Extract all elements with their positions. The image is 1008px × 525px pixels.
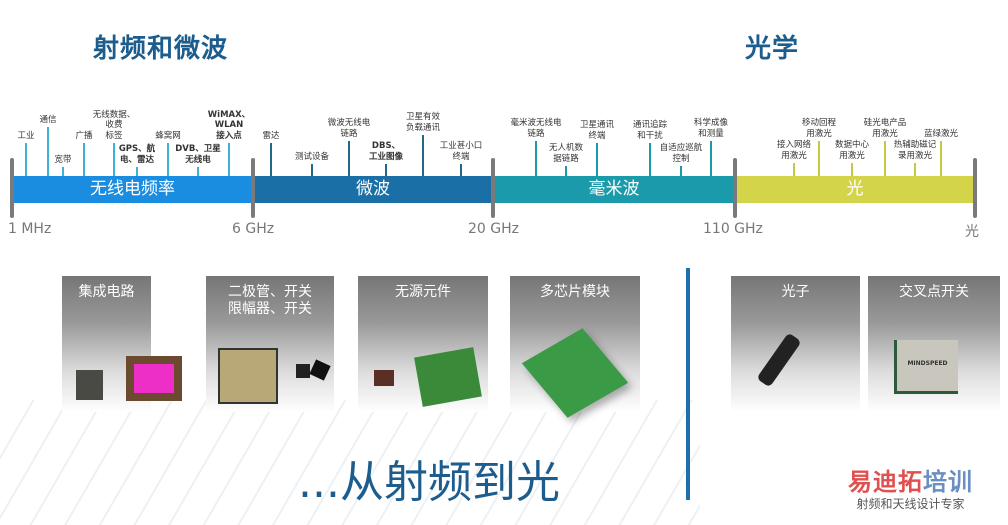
application-tick bbox=[884, 141, 886, 176]
application-tick bbox=[136, 167, 138, 176]
chip-image bbox=[126, 356, 182, 401]
application-tick bbox=[385, 164, 387, 176]
application-label: 卫星通讯 终端 bbox=[579, 120, 614, 141]
application-label: 通信 bbox=[39, 114, 57, 125]
application-label: 广播 bbox=[75, 130, 93, 141]
application-tick bbox=[83, 143, 85, 176]
package-image bbox=[296, 364, 310, 378]
application-label: 数据中心 用激光 bbox=[834, 140, 869, 161]
application-label: 卫星有效 负载通讯 bbox=[405, 112, 440, 133]
application-tick bbox=[270, 143, 272, 176]
application-label: 蓝绿激光 bbox=[923, 128, 958, 139]
application-tick bbox=[818, 141, 820, 176]
watermark-logo: 易迪拓培训 射频和天线设计专家 bbox=[848, 462, 973, 512]
application-tick bbox=[710, 141, 712, 176]
band-2: 毫米波 bbox=[493, 176, 735, 203]
laser-image bbox=[756, 332, 802, 388]
application-tick bbox=[565, 166, 567, 176]
frequency-label: 20 GHz bbox=[468, 221, 519, 237]
diode-die-image bbox=[218, 348, 278, 404]
application-label: WiMAX、 WLAN 接入点 bbox=[207, 109, 251, 141]
card-crosspoint-switch: 交叉点开关 MINDSPEED bbox=[868, 276, 1000, 412]
application-tick bbox=[940, 141, 942, 176]
card-label: 二极管、开关 限幅器、开关 bbox=[228, 284, 312, 317]
card-multichip-module: 多芯片模块 bbox=[510, 276, 640, 418]
background-stripes bbox=[0, 400, 700, 525]
module-image bbox=[521, 328, 629, 418]
application-label: 测试设备 bbox=[294, 151, 329, 162]
watermark-text: 易迪拓 bbox=[848, 468, 923, 496]
application-label: 无人机数 据链路 bbox=[548, 143, 583, 164]
chip-image bbox=[76, 370, 103, 400]
frequency-label: 1 MHz bbox=[8, 221, 52, 237]
package-image bbox=[309, 359, 331, 381]
application-label: 工业 bbox=[17, 130, 35, 141]
application-tick bbox=[197, 167, 199, 176]
rf-microwave-title: 射频和微波 bbox=[93, 34, 229, 64]
application-tick bbox=[25, 143, 27, 176]
application-label: 宽带 bbox=[54, 154, 72, 165]
card-label: 交叉点开关 bbox=[899, 284, 969, 300]
band-boundary bbox=[733, 158, 737, 218]
card-label: 无源元件 bbox=[395, 284, 451, 300]
switch-chip-image: MINDSPEED bbox=[894, 340, 958, 394]
frequency-label: 光 bbox=[965, 224, 979, 240]
application-label: 通讯追踪 和干扰 bbox=[632, 120, 667, 141]
card-integrated-circuit: 集成电路 bbox=[62, 276, 182, 412]
application-tick bbox=[596, 143, 598, 176]
watermark-text: 培训 bbox=[923, 468, 973, 496]
application-tick bbox=[62, 167, 64, 176]
card-label: 光子 bbox=[781, 284, 810, 300]
application-label: 无线数据、 收费 标签 bbox=[92, 109, 136, 141]
band-boundary bbox=[491, 158, 495, 218]
band-boundary bbox=[973, 158, 977, 218]
application-tick bbox=[422, 135, 424, 176]
frequency-label: 6 GHz bbox=[232, 221, 275, 237]
card-diodes-switches: 二极管、开关 限幅器、开关 bbox=[206, 276, 334, 412]
band-boundary bbox=[10, 158, 14, 218]
slogan: ...从射频到光 bbox=[298, 457, 560, 508]
card-label: 多芯片模块 bbox=[540, 284, 610, 300]
application-tick bbox=[47, 127, 49, 176]
application-label: GPS、航 电、雷达 bbox=[118, 144, 156, 165]
application-tick bbox=[649, 143, 651, 176]
application-label: 毫米波无线电 链路 bbox=[510, 118, 562, 139]
application-tick bbox=[680, 166, 682, 176]
card-photonics: 光子 bbox=[731, 276, 860, 412]
pcb-image bbox=[414, 347, 482, 407]
frequency-label: 110 GHz bbox=[703, 221, 763, 237]
application-label: 科学成像 和测量 bbox=[693, 118, 728, 139]
application-label: DBS、 工业图像 bbox=[368, 141, 403, 162]
application-label: DVB、卫星 无线电 bbox=[175, 144, 221, 165]
application-label: 工业甚小口 终端 bbox=[439, 141, 483, 162]
watermark-subtitle: 射频和天线设计专家 bbox=[856, 497, 965, 511]
application-label: 硅光电产品 用激光 bbox=[863, 118, 907, 139]
application-label: 微波无线电 链路 bbox=[327, 118, 371, 139]
band-boundary bbox=[251, 158, 255, 218]
application-label: 自适应巡航 控制 bbox=[659, 143, 703, 164]
card-label: 集成电路 bbox=[78, 284, 135, 300]
band-1: 微波 bbox=[253, 176, 493, 203]
card-passive-components: 无源元件 bbox=[358, 276, 488, 412]
application-tick bbox=[535, 141, 537, 176]
application-label: 雷达 bbox=[262, 130, 280, 141]
application-tick bbox=[113, 143, 115, 176]
application-label: 热辅助磁记 录用激光 bbox=[893, 140, 937, 161]
application-tick bbox=[914, 163, 916, 176]
application-label: 移动回程 用激光 bbox=[801, 118, 836, 139]
application-tick bbox=[228, 143, 230, 176]
section-divider bbox=[686, 268, 690, 500]
application-tick bbox=[460, 164, 462, 176]
application-tick bbox=[851, 163, 853, 176]
application-label: 接入网络 用激光 bbox=[776, 140, 811, 161]
application-label: 蜂窝网 bbox=[155, 130, 181, 141]
optics-title: 光学 bbox=[745, 34, 800, 64]
application-tick bbox=[311, 164, 313, 176]
application-tick bbox=[167, 143, 169, 176]
application-tick bbox=[793, 163, 795, 176]
band-3: 光 bbox=[735, 176, 975, 203]
band-0: 无线电频率 bbox=[12, 176, 253, 203]
component-image bbox=[374, 370, 394, 386]
application-tick bbox=[348, 141, 350, 176]
